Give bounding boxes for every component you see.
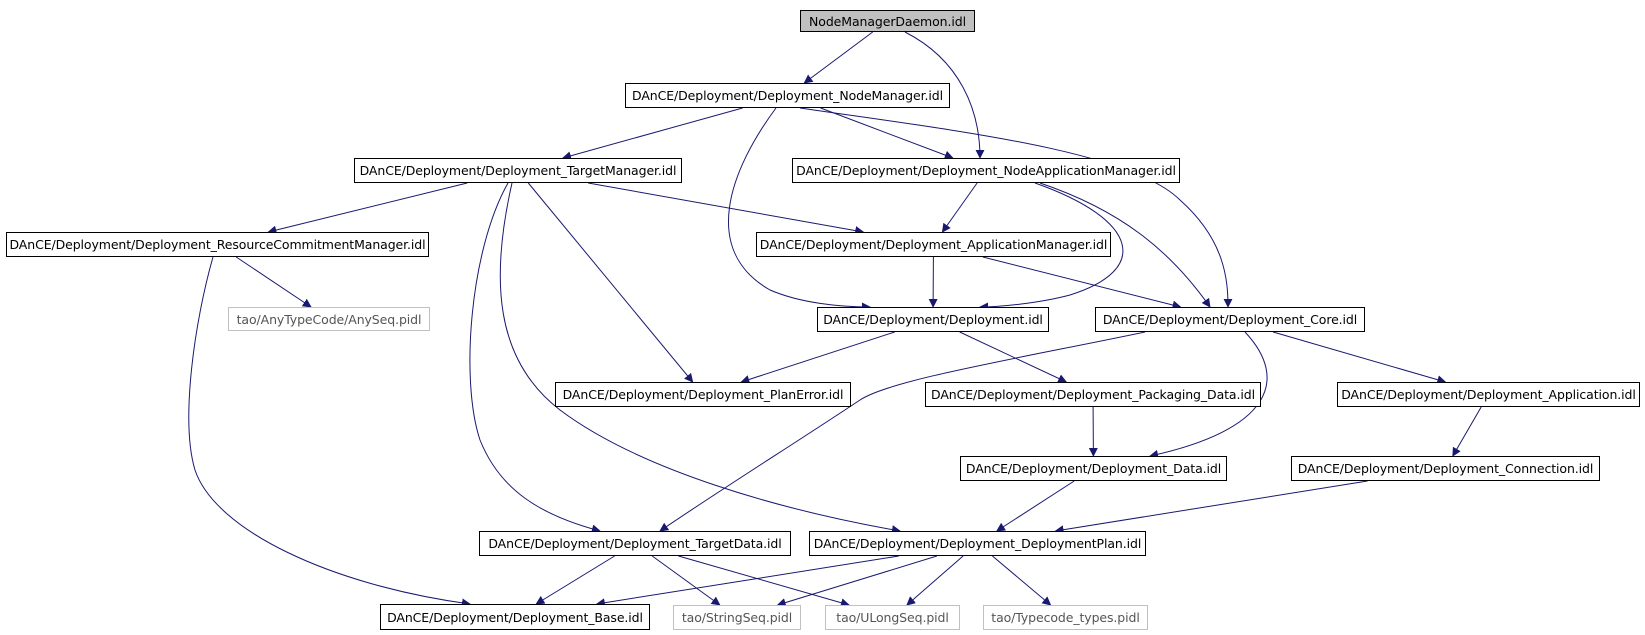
node-app[interactable]: DAnCE/Deployment/Deployment_Application.… — [1337, 382, 1640, 407]
edge-tm-to-td — [469, 182, 601, 534]
node-label: tao/ULongSeq.pidl — [836, 610, 949, 625]
node-base[interactable]: DAnCE/Deployment/Deployment_Base.idl — [380, 604, 650, 630]
node-am[interactable]: DAnCE/Deployment/Deployment_ApplicationM… — [756, 232, 1111, 257]
node-label: DAnCE/Deployment/Deployment_TargetData.i… — [488, 536, 782, 551]
node-strseq: tao/StringSeq.pidl — [673, 605, 801, 630]
edge-tm-to-dp — [499, 182, 901, 535]
edge-dp-to-ulseq — [906, 555, 964, 606]
edge-dep-to-planerr — [740, 331, 895, 384]
edge-dep-to-pkg — [959, 331, 1068, 383]
node-label: DAnCE/Deployment/Deployment_Connection.i… — [1297, 461, 1594, 476]
node-label: tao/Typecode_types.pidl — [991, 610, 1140, 625]
node-dp[interactable]: DAnCE/Deployment/Deployment_DeploymentPl… — [809, 531, 1146, 556]
node-anyseq: tao/AnyTypeCode/AnySeq.pidl — [228, 307, 430, 331]
edge-tm-to-rcm — [267, 182, 468, 235]
edge-nm-to-nam — [820, 107, 954, 160]
edge-core-to-td — [659, 331, 1146, 532]
edge-dp-to-tctypes — [992, 555, 1052, 606]
edge-nam-to-core — [1039, 182, 1211, 308]
edge-core-to-app — [1272, 331, 1447, 385]
node-tctypes: tao/Typecode_types.pidl — [983, 605, 1148, 630]
edge-conn-to-dp — [1054, 480, 1368, 535]
edge-app-to-conn — [1452, 406, 1482, 457]
node-label: DAnCE/Deployment/Deployment_Data.idl — [965, 461, 1222, 476]
node-tm[interactable]: DAnCE/Deployment/Deployment_TargetManage… — [354, 158, 682, 183]
node-label: DAnCE/Deployment/Deployment_ApplicationM… — [759, 237, 1108, 252]
node-label: DAnCE/Deployment/Deployment_Application.… — [1341, 387, 1636, 402]
node-label: DAnCE/Deployment/Deployment_Packaging_Da… — [931, 387, 1255, 402]
edge-am-to-core — [982, 256, 1182, 310]
edge-root-to-nam — [904, 31, 985, 159]
edge-nam-to-am — [941, 182, 978, 233]
edge-tm-to-am — [588, 182, 865, 236]
node-ulseq: tao/ULongSeq.pidl — [825, 605, 960, 630]
node-rcm[interactable]: DAnCE/Deployment/Deployment_ResourceComm… — [6, 232, 429, 257]
node-nam[interactable]: DAnCE/Deployment/Deployment_NodeApplicat… — [792, 158, 1180, 183]
edge-dp-to-base — [595, 555, 899, 608]
node-label: tao/AnyTypeCode/AnySeq.pidl — [236, 311, 422, 327]
node-label: DAnCE/Deployment/Deployment_DeploymentPl… — [813, 536, 1142, 551]
node-dep[interactable]: DAnCE/Deployment/Deployment.idl — [817, 307, 1049, 332]
node-label: DAnCE/Deployment/Deployment_TargetManage… — [359, 163, 677, 178]
edge-td-to-strseq — [651, 555, 721, 606]
edge-nm-to-tm — [562, 107, 743, 161]
node-conn[interactable]: DAnCE/Deployment/Deployment_Connection.i… — [1291, 456, 1600, 481]
node-label: DAnCE/Deployment/Deployment_Base.idl — [387, 609, 643, 625]
node-label: DAnCE/Deployment/Deployment_Core.idl — [1102, 312, 1358, 327]
edge-dp-to-strseq — [776, 555, 938, 607]
node-data[interactable]: DAnCE/Deployment/Deployment_Data.idl — [960, 456, 1227, 481]
node-nm[interactable]: DAnCE/Deployment/Deployment_NodeManager.… — [625, 83, 950, 108]
node-core[interactable]: DAnCE/Deployment/Deployment_Core.idl — [1095, 307, 1365, 332]
edge-nam-to-dep — [979, 182, 1124, 312]
edge-rcm-to-base — [188, 256, 471, 608]
node-td[interactable]: DAnCE/Deployment/Deployment_TargetData.i… — [479, 531, 791, 556]
edge-nm-to-dep — [728, 107, 871, 312]
node-planerr[interactable]: DAnCE/Deployment/Deployment_PlanError.id… — [555, 382, 851, 407]
edge-td-to-ulseq — [678, 555, 850, 608]
edge-td-to-base — [535, 555, 615, 605]
node-label: tao/StringSeq.pidl — [681, 610, 793, 625]
node-pkg[interactable]: DAnCE/Deployment/Deployment_Packaging_Da… — [925, 382, 1261, 407]
node-label: DAnCE/Deployment/Deployment_NodeApplicat… — [796, 163, 1176, 178]
node-label: DAnCE/Deployment/Deployment.idl — [823, 312, 1043, 327]
edge-rcm-to-anyseq — [235, 256, 312, 308]
node-root[interactable]: NodeManagerDaemon.idl — [800, 10, 975, 32]
edge-data-to-dp — [996, 480, 1075, 532]
node-label: NodeManagerDaemon.idl — [809, 13, 966, 29]
edge-root-to-nm — [803, 31, 873, 84]
edge-tm-to-planerr — [527, 182, 694, 383]
edge-nm-to-core — [799, 107, 1233, 308]
node-label: DAnCE/Deployment/Deployment_PlanError.id… — [562, 387, 844, 402]
node-label: DAnCE/Deployment/Deployment_ResourceComm… — [9, 237, 426, 252]
node-label: DAnCE/Deployment/Deployment_NodeManager.… — [632, 88, 943, 103]
